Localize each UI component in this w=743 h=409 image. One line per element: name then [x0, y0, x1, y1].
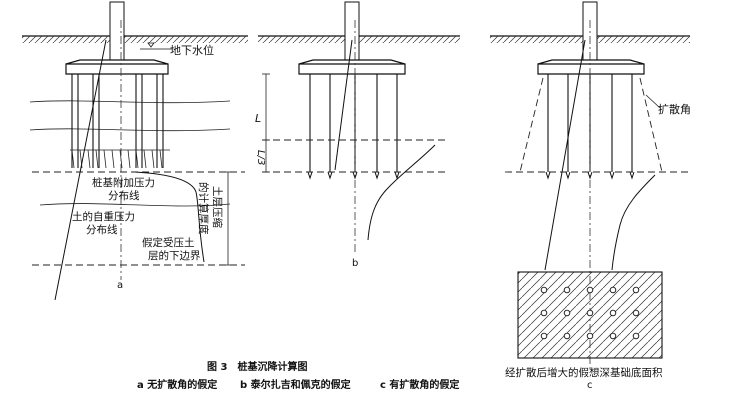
self-weight-label-2: 分布线 — [86, 223, 118, 236]
pile-cap — [65, 59, 169, 75]
tip-stress-marks — [70, 149, 170, 169]
lower-boundary-label-2: 层的下边界 — [148, 249, 201, 262]
figure-title: 图 3 桩基沉降计算图 — [207, 360, 307, 373]
panel-b-letter: b — [352, 258, 358, 269]
spread-angle-label: 扩散角 — [658, 102, 691, 116]
soil-layer-line — [29, 128, 231, 132]
compression-depth-label-1: 土层压缩 — [211, 186, 224, 228]
panel-b: L L/3 b — [255, 1, 460, 269]
third-length-label: L/3 — [255, 150, 266, 165]
pile-cap — [298, 59, 406, 75]
ground-hatch — [22, 36, 248, 43]
additional-stress-label-1: 桩基附加压力 — [92, 176, 155, 189]
deep-foundation-label: 经扩散后增大的假想深基础底面积 — [505, 366, 663, 379]
lower-boundary-label-1: 假定受压土 — [142, 236, 195, 249]
compression-depth-dimension — [224, 171, 232, 266]
pile-position-circles — [540, 286, 640, 340]
spread-line-left — [519, 77, 544, 173]
self-weight-stress-line — [334, 39, 353, 171]
panel-a: 地下水位 桩基附加压力 分 — [22, 1, 248, 301]
soil-layer-line — [29, 100, 231, 104]
column — [109, 1, 125, 61]
piles — [71, 74, 164, 168]
subcaption-c: c 有扩散角的假定 — [380, 378, 459, 391]
subcaption-b: b 泰尔扎吉和佩克的假定 — [240, 378, 351, 391]
panel-c-letter: c — [587, 380, 593, 391]
additional-stress-curve — [367, 144, 436, 241]
additional-stress-curve — [611, 174, 656, 271]
additional-stress-curve — [134, 171, 205, 263]
groundwater-label: 地下水位 — [170, 43, 214, 57]
length-dimension — [262, 73, 270, 173]
piles — [307, 74, 400, 180]
pile-cap — [537, 59, 645, 75]
column — [344, 1, 360, 61]
self-weight-stress-line — [54, 39, 107, 301]
subcaption-a: a 无扩散角的假定 — [137, 378, 217, 391]
groundwater-symbol — [140, 42, 172, 50]
compression-depth-label-2: 的计算厚度 — [197, 182, 210, 235]
panel-c: 扩散角 经扩散后增大的假想深基础底面积 c — [490, 1, 691, 391]
spread-angle-leader — [645, 94, 661, 109]
spread-line-right — [639, 77, 663, 173]
panel-a-letter: a — [117, 280, 123, 291]
self-weight-label-1: 土的自重压力 — [72, 210, 135, 223]
length-label: L — [255, 112, 261, 125]
additional-stress-label-2: 分布线 — [108, 189, 140, 202]
soil-layer-line — [39, 203, 231, 207]
self-weight-stress-line — [544, 39, 586, 271]
